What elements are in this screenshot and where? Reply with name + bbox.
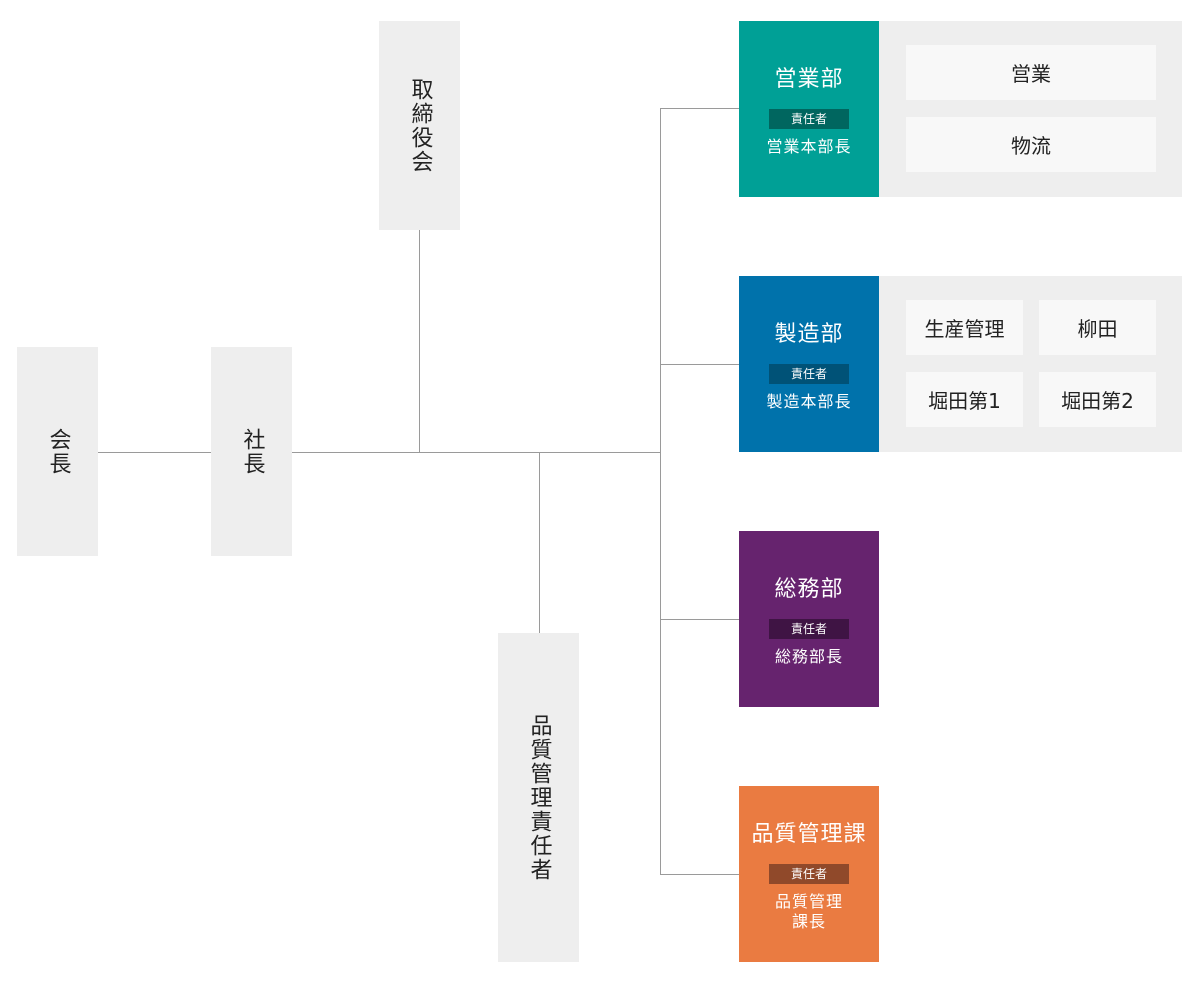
connector-manufacturing [660,364,740,365]
unit-sales: 営業 [906,45,1156,100]
department-head: 品質管理 課長 [774,892,843,931]
responsible-badge: 責任者 [769,109,849,129]
department-head: 営業本部長 [766,137,852,156]
department-quality-section: 品質管理課 責任者 品質管理 課長 [739,786,879,962]
department-head: 総務部長 [774,647,843,666]
connector-board [419,230,420,453]
department-name: 品質管理課 [751,822,867,847]
department-name: 営業部 [774,67,844,92]
connector-chairman-president [97,452,212,453]
connector-quality-section [660,874,740,875]
department-manufacturing: 製造部 責任者 製造本部長 [739,276,879,452]
quality-manager-box: 品質管理責任者 [498,633,579,962]
chairman-label: 会長 [45,427,71,476]
unit-logistics: 物流 [906,117,1156,172]
connector-general-affairs [660,619,740,620]
unit-hotta-1: 堀田第1 [906,372,1023,427]
unit-yanagida: 柳田 [1039,300,1156,355]
responsible-badge: 責任者 [769,619,849,639]
responsible-badge: 責任者 [769,864,849,884]
department-sales: 営業部 責任者 営業本部長 [739,21,879,197]
president-box: 社長 [211,347,292,556]
department-name: 製造部 [774,322,844,347]
unit-hotta-2: 堀田第2 [1039,372,1156,427]
connector-sales [660,108,740,109]
connector-department-trunk [660,108,661,875]
president-label: 社長 [239,427,265,476]
board-label: 取締役会 [407,77,433,174]
department-name: 総務部 [774,577,844,602]
unit-production-control: 生産管理 [906,300,1023,355]
chairman-box: 会長 [17,347,98,556]
connector-president-trunk [291,452,661,453]
board-box: 取締役会 [379,21,460,230]
quality-manager-label: 品質管理責任者 [526,713,552,882]
responsible-badge: 責任者 [769,364,849,384]
department-general-affairs: 総務部 責任者 総務部長 [739,531,879,707]
department-head: 製造本部長 [766,392,852,411]
connector-quality-manager [539,452,540,634]
